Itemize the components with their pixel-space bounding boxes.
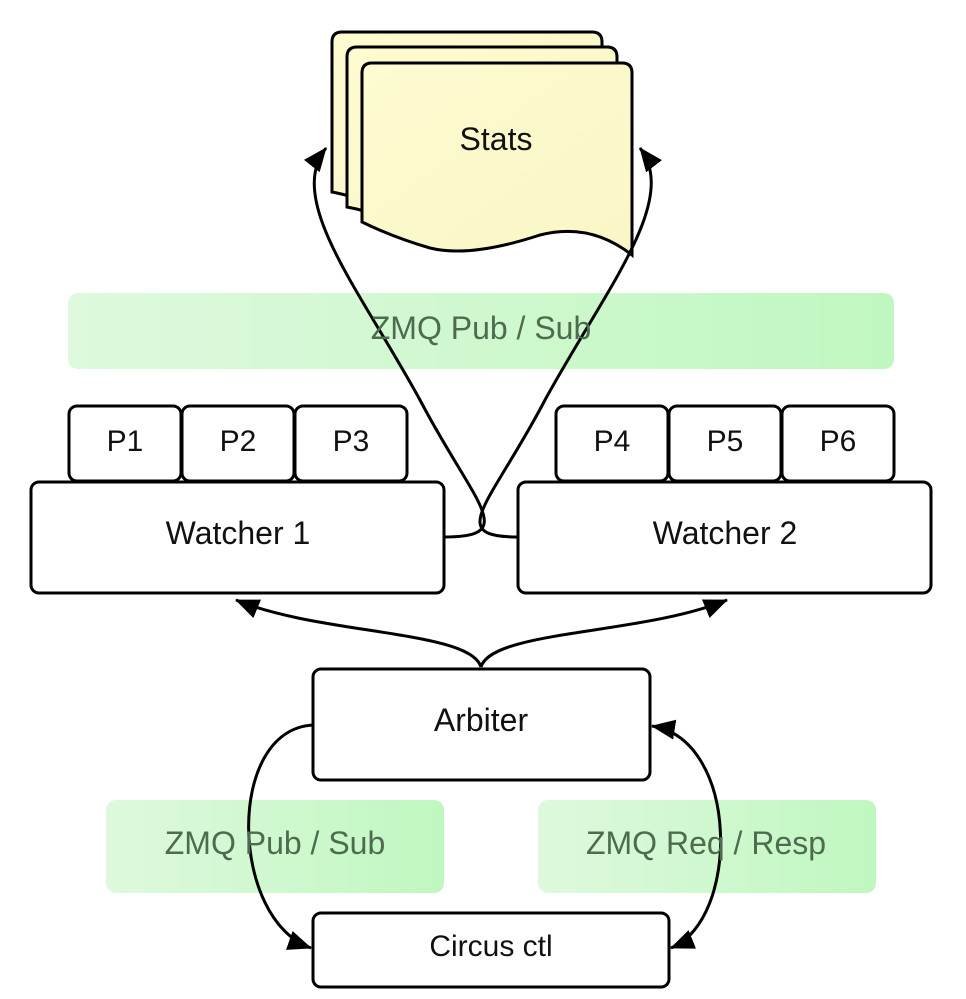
- watcher-1-to-stats-arrow: [303, 147, 486, 539]
- watcher-2: Watcher 2: [516, 480, 933, 595]
- stats-label: Stats: [460, 121, 533, 157]
- stats-document: Stats: [330, 30, 634, 259]
- arbiter-to-watcher-1-arrow: [235, 598, 483, 668]
- process-p5: P5: [667, 404, 783, 483]
- watcher-to-stats-connectors: [303, 147, 662, 539]
- process-p4: P4: [554, 404, 670, 483]
- circus-ctl-label: Circus ctl: [429, 930, 552, 963]
- arbiter-to-circus-ctl-arrow: [247, 723, 314, 950]
- watcher-1: Watcher 1: [29, 480, 446, 595]
- process-p2-label: P2: [220, 425, 257, 458]
- process-p5-label: P5: [707, 425, 744, 458]
- arbiter: Arbiter: [311, 667, 652, 782]
- watcher-2-to-stats-arrow: [478, 147, 662, 539]
- arbiter-ctl-connectors: [247, 719, 723, 950]
- channel-bottom-left-label: ZMQ Pub / Sub: [165, 825, 386, 861]
- process-p2: P2: [180, 404, 296, 483]
- watcher-2-label: Watcher 2: [653, 515, 798, 551]
- channel-band-bottom-right: [538, 800, 876, 893]
- circus-ctl: Circus ctl: [311, 911, 671, 989]
- arbiter-label: Arbiter: [434, 702, 529, 738]
- process-p6-label: P6: [820, 425, 857, 458]
- arbiter-to-watcher-2-arrow: [479, 598, 728, 668]
- process-p1: P1: [67, 404, 183, 483]
- process-p3-label: P3: [333, 425, 370, 458]
- watcher-1-label: Watcher 1: [166, 515, 311, 551]
- arbiter-to-watchers-connectors: [235, 598, 728, 668]
- channel-band-top: [68, 293, 894, 369]
- process-p1-label: P1: [107, 425, 144, 458]
- channel-band-bottom-left: [106, 800, 444, 893]
- process-p4-label: P4: [594, 425, 631, 458]
- process-p3: P3: [293, 404, 409, 483]
- channel-bottom-right-label: ZMQ Req / Resp: [586, 825, 826, 861]
- arbiter-circus-ctl-bidirectional-arrow: [651, 719, 723, 950]
- process-p6: P6: [780, 404, 896, 483]
- channel-top-label: ZMQ Pub / Sub: [371, 310, 592, 346]
